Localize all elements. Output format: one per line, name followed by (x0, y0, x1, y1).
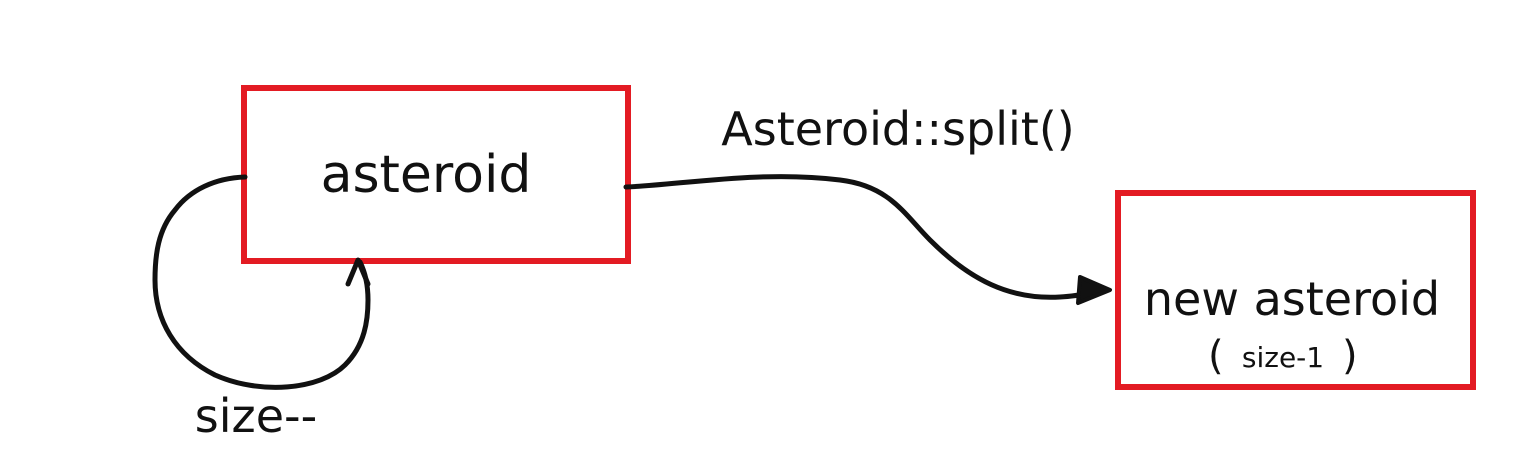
self-loop-arrowhead (345, 257, 371, 287)
new-asteroid-node: new asteroid ( size-1 ) (1115, 190, 1476, 390)
self-loop-line (152, 174, 371, 390)
new-asteroid-paren-right: ) (1342, 333, 1358, 379)
new-asteroid-sublabel: size-1 (1242, 341, 1324, 374)
split-arrowhead (1076, 275, 1112, 305)
new-asteroid-label: new asteroid (1144, 272, 1440, 326)
split-edge-label: Asteroid::split() (721, 102, 1074, 156)
split-arrow-line (623, 174, 1111, 300)
new-asteroid-box (1115, 190, 1476, 390)
self-loop-edge: size-- (152, 174, 371, 443)
new-asteroid-paren-left: ( (1208, 333, 1224, 379)
asteroid-label: asteroid (321, 145, 532, 205)
asteroid-node: asteroid (241, 85, 631, 264)
self-loop-label: size-- (195, 389, 317, 443)
asteroid-box (241, 85, 631, 264)
split-edge: Asteroid::split() (623, 102, 1112, 305)
